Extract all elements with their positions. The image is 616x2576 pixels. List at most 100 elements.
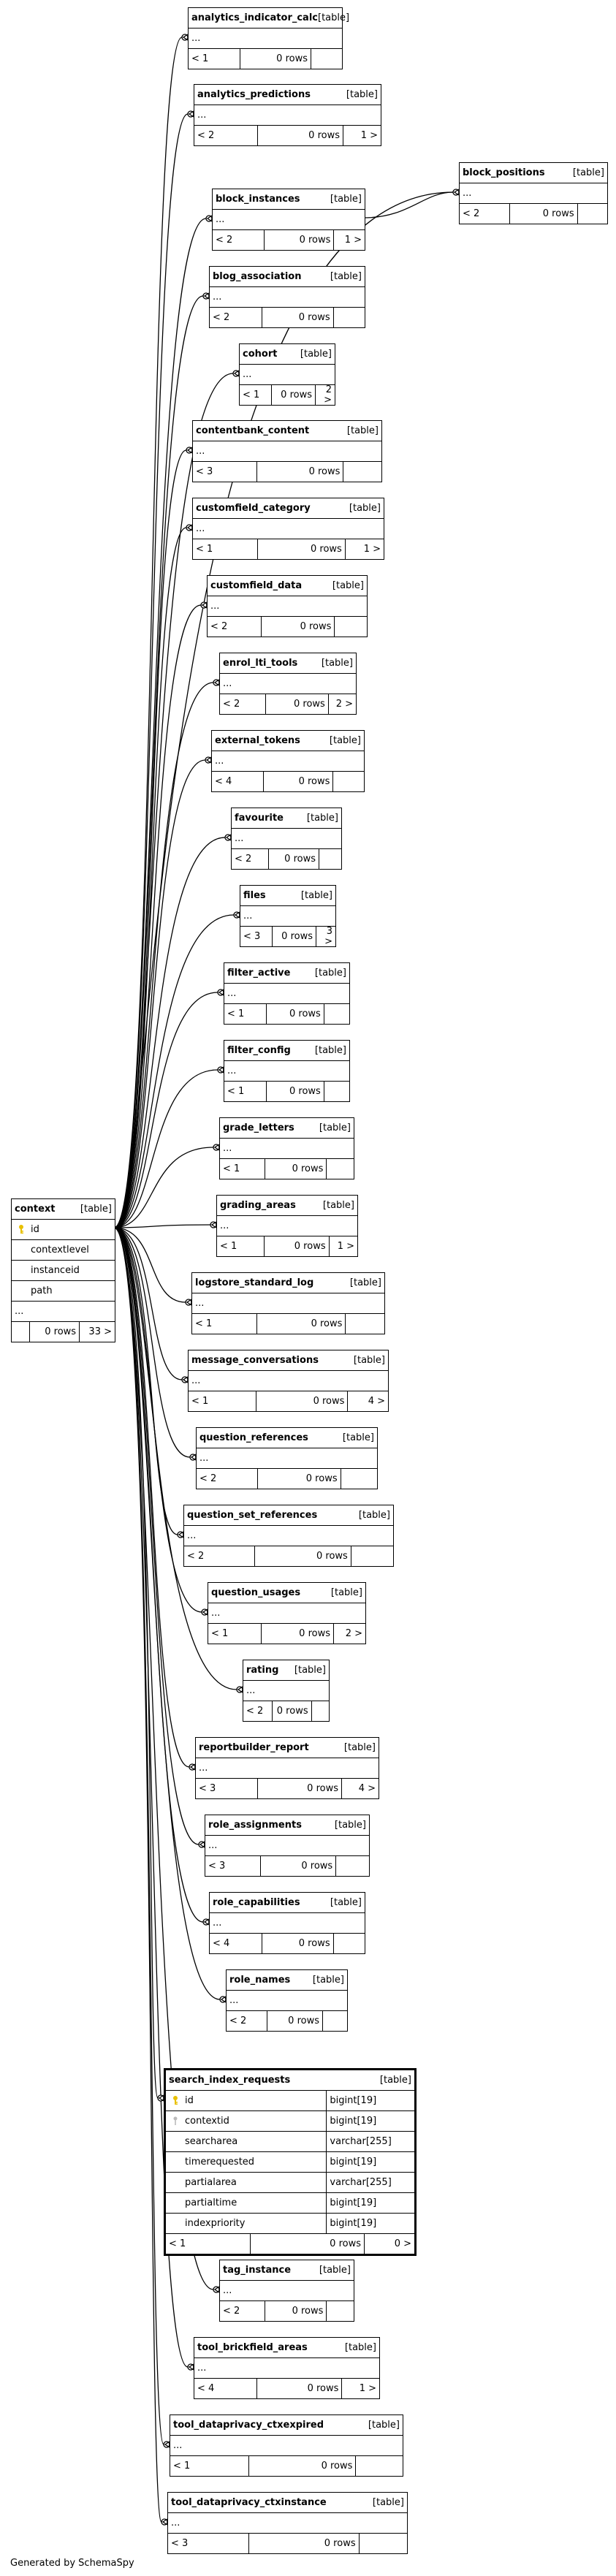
table-header[interactable]: tool_dataprivacy_ctxexpired[table] [170,2415,403,2436]
parents-count[interactable]: < 2 [460,204,510,224]
children-count[interactable] [324,1004,349,1024]
children-count[interactable]: 4 > [358,1782,376,1794]
table-header[interactable]: question_references[table] [197,1428,377,1448]
children-count[interactable] [578,204,607,224]
children-count[interactable]: 2 > [345,1627,362,1639]
children-count[interactable] [336,1856,369,1876]
children-count[interactable] [324,1082,349,1101]
children-count[interactable] [312,1701,329,1721]
search-index-requests-header[interactable]: search_index_requests [table] [166,2070,414,2091]
parents-count[interactable]: < 2 [243,1701,273,1721]
children-count[interactable] [360,2534,407,2553]
table-header[interactable]: tool_brickfield_areas[table] [194,2338,379,2358]
search-index-requests-table[interactable]: search_index_requests [table] id bigint[… [164,2068,417,2256]
table-header[interactable]: customfield_data[table] [208,576,367,596]
children-count[interactable] [356,2456,403,2476]
table-header[interactable]: contentbank_content[table] [193,421,381,441]
children-count[interactable]: 2 > [335,698,353,710]
table-header[interactable]: role_capabilities[table] [210,1893,365,1913]
children-count[interactable]: 3 > [324,925,332,947]
table-header[interactable]: question_usages[table] [208,1583,365,1603]
parents-count[interactable]: < 4 [194,2379,258,2398]
parents-count[interactable]: < 1 [240,385,273,405]
children-count[interactable] [334,308,365,327]
table-header[interactable]: question_set_references[table] [184,1505,393,1526]
parents-count[interactable]: < 2 [194,126,258,145]
table-header[interactable]: logstore_standard_log[table] [192,1273,384,1293]
table-header[interactable]: rating[table] [243,1660,329,1681]
parents-count[interactable]: < 1 [208,1624,262,1644]
children-count[interactable]: 1 > [360,129,378,141]
table-header[interactable]: role_names[table] [227,1970,347,1991]
parents-count[interactable]: < 1 [189,1391,256,1411]
column-contextid[interactable]: contextid bigint[19] [166,2111,414,2132]
children-count[interactable]: 4 > [368,1395,385,1407]
children-count[interactable] [334,1934,365,1953]
table-header[interactable]: enrol_lti_tools[table] [220,653,356,674]
table-header[interactable]: analytics_indicator_calc[table] [189,8,349,29]
children-count[interactable] [311,49,342,69]
parents-count[interactable]: < 3 [193,462,257,482]
column-id[interactable]: id bigint[19] [166,2091,414,2111]
children-count[interactable] [323,2011,347,2031]
parents-count[interactable]: < 2 [227,2011,268,2031]
parents-count[interactable]: < 1 [189,49,241,69]
table-header[interactable]: message_conversations[table] [189,1350,388,1371]
parents-count[interactable]: < 2 [208,617,262,637]
table-header[interactable]: cohort[table] [240,344,335,365]
children-count[interactable] [351,1546,393,1566]
parents-count[interactable]: < 1 [224,1004,267,1024]
children-count[interactable] [343,462,381,482]
table-header[interactable]: tool_dataprivacy_ctxinstance[table] [168,2493,407,2513]
parents-count[interactable]: < 2 [197,1469,258,1489]
parents-count[interactable]: < 2 [220,2301,266,2321]
table-header[interactable]: analytics_predictions[table] [194,85,381,105]
parents-count[interactable]: < 1 [170,2456,250,2476]
table-header[interactable]: customfield_category[table] [193,498,384,519]
parents-count[interactable]: < 2 [220,694,267,714]
table-header[interactable]: reportbuilder_report[table] [196,1738,379,1758]
parents-count[interactable]: < 3 [205,1856,262,1876]
parents-count[interactable]: < 1 [217,1236,265,1256]
children-count[interactable] [335,617,367,637]
parents-count[interactable]: < 3 [168,2534,250,2553]
context-column-path[interactable]: path [12,1281,115,1302]
context-column-id[interactable]: id [12,1220,115,1240]
table-header[interactable]: block_positions[table] [460,163,607,183]
tool-dataprivacy-ctxinstance-table[interactable]: tool_dataprivacy_ctxinstance[table]...< … [167,2492,408,2554]
parents-count[interactable]: < 1 [193,539,258,559]
parents-count[interactable]: < 4 [210,1934,263,1953]
parents-count[interactable]: < 2 [184,1546,256,1566]
table-header[interactable]: grade_letters[table] [220,1118,354,1139]
context-column-contextlevel[interactable]: contextlevel [12,1240,115,1261]
children-count[interactable]: 33 > [88,1326,112,1337]
children-count[interactable]: 1 > [337,1240,354,1252]
table-header[interactable]: block_instances[table] [213,189,365,210]
children-count[interactable] [327,1159,354,1179]
tool-dataprivacy-ctxexpired-table[interactable]: tool_dataprivacy_ctxexpired[table]...< 1… [170,2414,403,2477]
children-count[interactable]: 1 > [359,2382,376,2394]
